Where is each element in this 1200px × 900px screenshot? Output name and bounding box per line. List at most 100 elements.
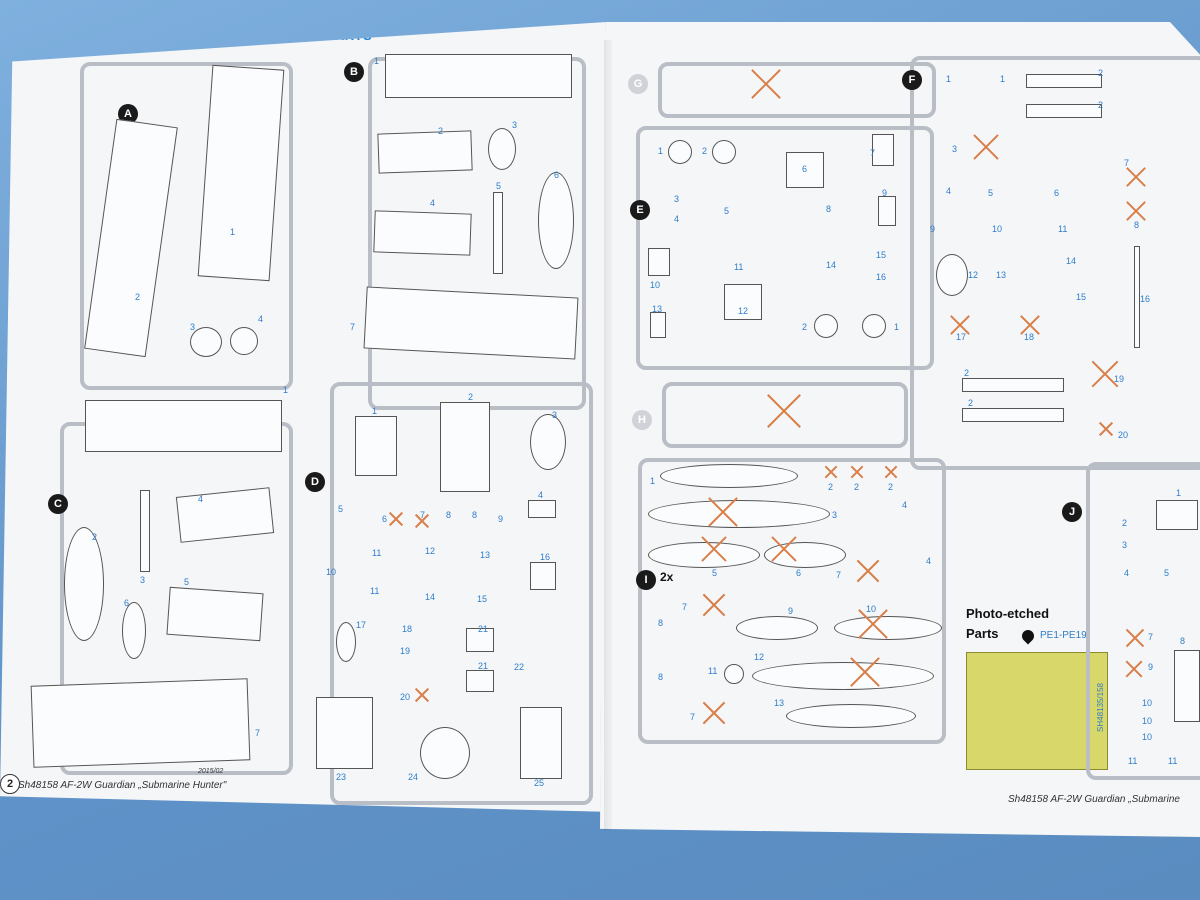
sprue-d-part-25 (520, 707, 562, 779)
sprue-b-part-2 (377, 130, 473, 174)
sprue-e-wheel-2b (814, 314, 838, 338)
sprue-i-num-11: 11 (708, 666, 718, 676)
sprue-d-part-2 (440, 402, 490, 492)
sprue-c-part-5 (166, 586, 264, 642)
sprue-e-num-12: 12 (738, 306, 749, 316)
sprue-f-num-13: 13 (996, 270, 1007, 280)
sprue-j-num-4: 4 (1124, 568, 1130, 578)
sprue-j-part-1 (1156, 500, 1198, 530)
sprue-d-num-8a: 8 (446, 510, 452, 520)
sprue-e-num-6: 6 (802, 164, 808, 174)
kit-parts-title: KIT PARTS (300, 28, 373, 43)
sprue-j-unused-9 (1122, 658, 1144, 680)
sprue-f-num-3: 3 (952, 144, 958, 154)
sprue-d-badge: D (305, 472, 325, 492)
sprue-f-num-5: 5 (988, 188, 994, 198)
sprue-a-num-2: 2 (135, 292, 141, 302)
sprue-e-num-1b: 1 (894, 322, 900, 332)
sprue-f-part-2a (1026, 74, 1102, 88)
left-page: KIT PARTS A 1 2 3 4 B 1 2 3 4 5 6 7 C (0, 22, 612, 812)
sprue-i-part-12 (752, 662, 934, 690)
sprue-i-unused-7b (698, 590, 728, 620)
sprue-f-part-12 (936, 254, 968, 296)
sprue-e-num-1a: 1 (658, 146, 664, 156)
sprue-d-num-25: 25 (534, 778, 545, 788)
sprue-h-frame (662, 382, 908, 448)
sprue-a-num-3: 3 (190, 322, 196, 332)
sprue-f-num-16: 16 (1140, 294, 1151, 304)
sprue-i-num-8b: 8 (658, 672, 664, 682)
sprue-b-badge: B (344, 62, 364, 82)
sprue-b-num-5: 5 (496, 181, 502, 191)
sprue-i-num-6: 6 (796, 568, 802, 578)
sprue-d-num-1: 1 (372, 406, 378, 416)
sprue-c-num-7: 7 (255, 728, 261, 738)
sprue-e-part-7 (872, 134, 894, 166)
sprue-g-badge: G (628, 74, 648, 94)
sprue-d-num-21b: 21 (478, 661, 489, 671)
sprue-f-num-17: 17 (956, 332, 967, 342)
sprue-e-part-9 (878, 196, 896, 226)
sprue-c-part-1 (85, 400, 282, 452)
sprue-j-num-10b: 10 (1142, 716, 1153, 726)
sprue-d-frame (330, 382, 593, 805)
sprue-d-part-1 (355, 416, 397, 476)
sprue-d-part-23 (316, 697, 373, 769)
sprue-i-unused-2a (822, 464, 838, 480)
sprue-i-num-5: 5 (712, 568, 718, 578)
sprue-e-badge: E (630, 200, 650, 220)
sprue-d-part-4 (528, 500, 556, 518)
sprue-f-frame (910, 56, 1200, 470)
sprue-d-part-21a (466, 628, 494, 652)
sprue-d-num-18: 18 (402, 624, 413, 634)
sprue-d-num-24: 24 (408, 772, 419, 782)
sprue-d-num-9: 9 (498, 514, 504, 524)
sprue-a-fuselage-part (197, 64, 285, 282)
sprue-j-num-10a: 10 (1142, 698, 1153, 708)
sprue-e-part-12 (724, 284, 762, 320)
sprue-i-part-13 (786, 704, 916, 728)
sprue-f-num-2d: 2 (968, 398, 974, 408)
sprue-d-num-5: 5 (338, 504, 344, 514)
sprue-c-num-5: 5 (184, 577, 190, 587)
sprue-j-num-3: 3 (1122, 540, 1128, 550)
sprue-i-num-7c: 7 (690, 712, 696, 722)
sprue-d-num-3: 3 (552, 410, 558, 420)
sprue-d-num-22: 22 (514, 662, 525, 672)
sprue-j-frame (1086, 462, 1200, 780)
sprue-c-num-6: 6 (124, 598, 130, 608)
sprue-c-part-4 (175, 487, 275, 543)
sprue-e-part-6 (786, 152, 824, 188)
sprue-c-num-3: 3 (140, 575, 146, 585)
sprue-d-part-3 (530, 414, 566, 470)
sprue-j-num-9: 9 (1148, 662, 1154, 672)
sprue-d-num-20: 20 (400, 692, 411, 702)
sprue-d-part-17 (336, 622, 356, 662)
sprue-g-unused (745, 64, 785, 104)
sprue-d-part-16 (530, 562, 556, 590)
sprue-f-num-2c: 2 (964, 368, 970, 378)
photo-etched-label: Photo-etched (966, 606, 1050, 621)
sprue-f-num-14: 14 (1066, 256, 1077, 266)
left-footer: Sh48158 AF-2W Guardian „Submarine Hunter… (18, 780, 227, 791)
sprue-f-num-7: 7 (1124, 158, 1130, 168)
sprue-i-part-11 (724, 664, 744, 684)
sprue-d-part-24 (420, 727, 470, 779)
sprue-a-part-4 (230, 327, 258, 355)
sprue-e-num-15: 15 (876, 250, 887, 260)
sprue-i-num-1: 1 (650, 476, 656, 486)
sprue-i-num-4b: 4 (926, 556, 932, 566)
sprue-d-num-21a: 21 (478, 624, 489, 634)
sprue-i-num-7b: 7 (682, 602, 688, 612)
sprue-f-unused-3 (968, 130, 1002, 164)
sprue-i-multiplier: 2x (660, 570, 674, 584)
sprue-e-num-5: 5 (724, 206, 730, 216)
sprue-h-unused (760, 388, 806, 434)
sprue-i-num-10: 10 (866, 604, 877, 614)
sprue-i-unused-2c (882, 464, 898, 480)
sprue-e-wheel-2 (712, 140, 736, 164)
sprue-f-part-2d (962, 408, 1064, 422)
sprue-d-num-2: 2 (468, 392, 474, 402)
sprue-e-num-4: 4 (674, 214, 680, 224)
